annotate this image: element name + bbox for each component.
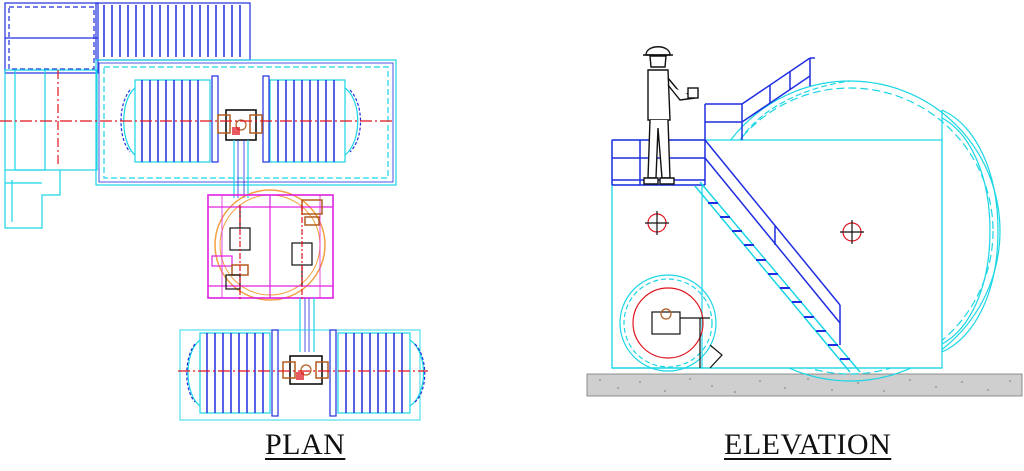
elevation-port-left [645, 211, 669, 235]
plan-lower-left-drum [179, 329, 421, 421]
elevation-view [586, 46, 1023, 397]
elevation-main-stair [694, 139, 861, 373]
ground-texture [599, 378, 1011, 393]
plan-upper-right-drum [262, 75, 361, 163]
plan-upper-shaft [233, 140, 249, 198]
plan-center-housing [207, 189, 334, 301]
plan-view [0, 2, 428, 421]
elevation-port-right [840, 220, 864, 244]
plan-lower-shaft [299, 298, 315, 352]
ground-slab [586, 373, 1023, 397]
plan-left-housing [4, 69, 98, 229]
plan-lower-right-drum [329, 329, 426, 417]
plan-upper-drive [217, 109, 263, 141]
elevation-pulley [619, 274, 723, 372]
plan-upper-enclosure [95, 59, 397, 186]
plan-lower-drive [282, 355, 329, 385]
worker-with-hard-hat-icon [643, 46, 699, 185]
plan-upper-left-drum [120, 75, 219, 163]
elevation-housing [611, 80, 999, 369]
elevation-upper-stair [741, 57, 815, 123]
elevation-view-caption: ELEVATION [724, 428, 892, 461]
plan-upper-platform [4, 2, 251, 74]
plan-view-caption: PLAN [265, 428, 346, 461]
